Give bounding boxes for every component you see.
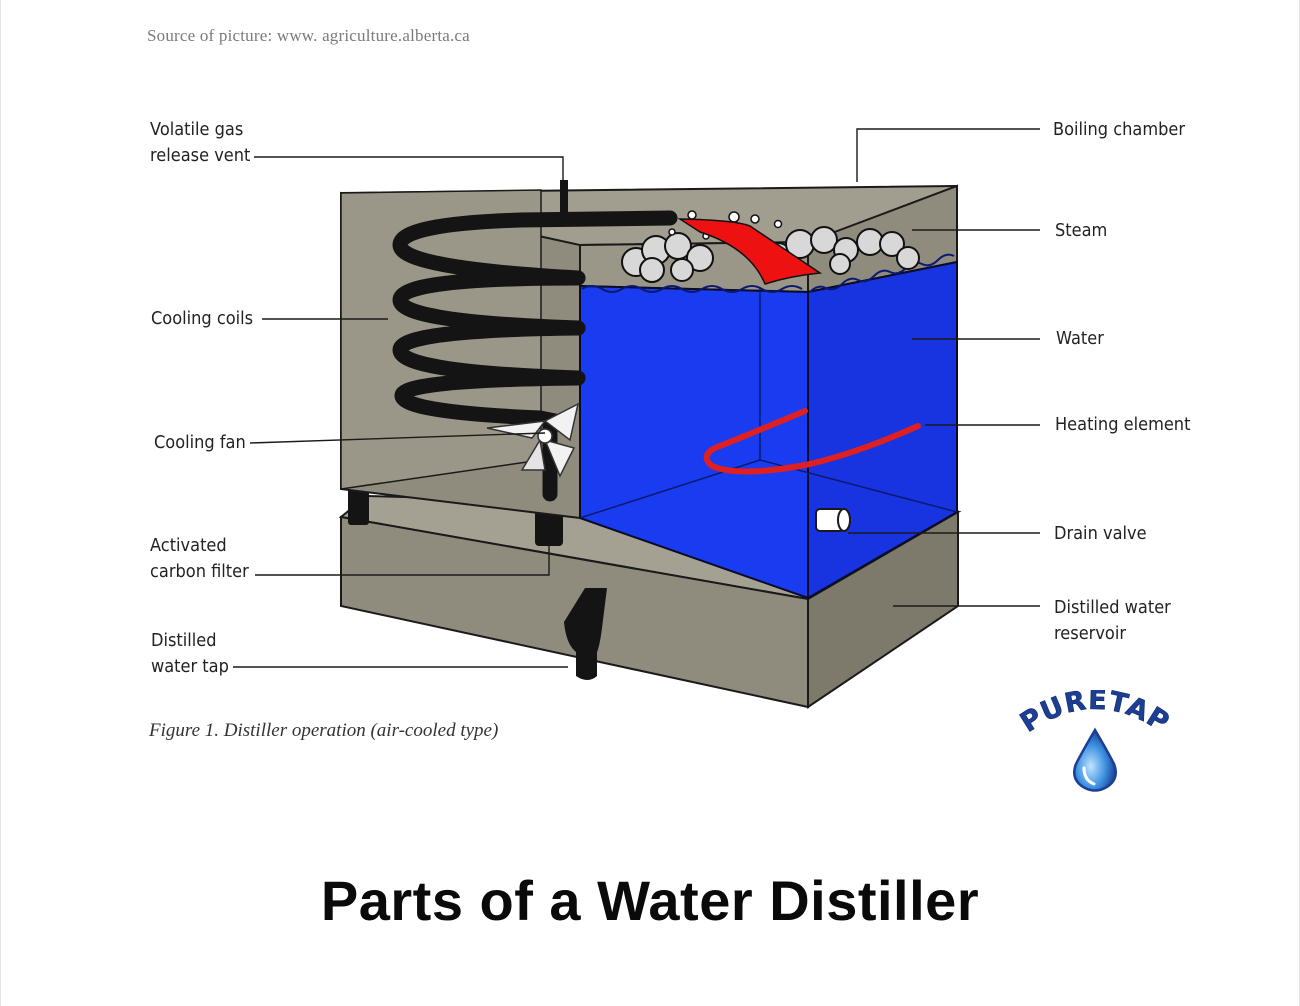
steam-clouds — [621, 226, 920, 283]
label-cooling-fan: Cooling fan — [154, 432, 246, 453]
drain-valve-shape — [815, 508, 851, 532]
gas-vent-pipe — [560, 180, 568, 214]
label-steam: Steam — [1055, 220, 1108, 241]
puretap-logo: PURETAP — [1015, 690, 1174, 792]
figure-caption: Figure 1. Distiller operation (air-coole… — [149, 720, 499, 741]
label-boiling-chamber: Boiling chamber — [1053, 119, 1186, 140]
leader-lines — [233, 128, 1040, 668]
activated-carbon-filter-shape — [535, 510, 563, 546]
label-cooling-coils: Cooling coils — [151, 308, 254, 329]
label-heating-element: Heating element — [1055, 414, 1191, 435]
label-drain-valve: Drain valve — [1054, 523, 1147, 544]
label-distilled-water-reservoir: Distilled water reservoir — [1054, 597, 1171, 644]
water-drop-icon — [1073, 727, 1117, 792]
cooling-coils-shape — [392, 210, 678, 502]
steam-spout-shape — [677, 218, 823, 285]
label-activated-carbon-filter: Activated carbon filter — [150, 535, 249, 582]
page-title: Parts of a Water Distiller — [320, 869, 980, 932]
heating-element-shape — [703, 408, 921, 475]
left-frame-edge — [0, 0, 1, 1006]
label-volatile-gas-vent: Volatile gas release vent — [150, 119, 251, 166]
label-distilled-water-tap: Distilled water tap — [151, 630, 229, 677]
label-water: Water — [1056, 328, 1104, 349]
source-note: Source of picture: www. agriculture.albe… — [147, 26, 470, 45]
distilled-water-tap-shape — [564, 588, 607, 680]
